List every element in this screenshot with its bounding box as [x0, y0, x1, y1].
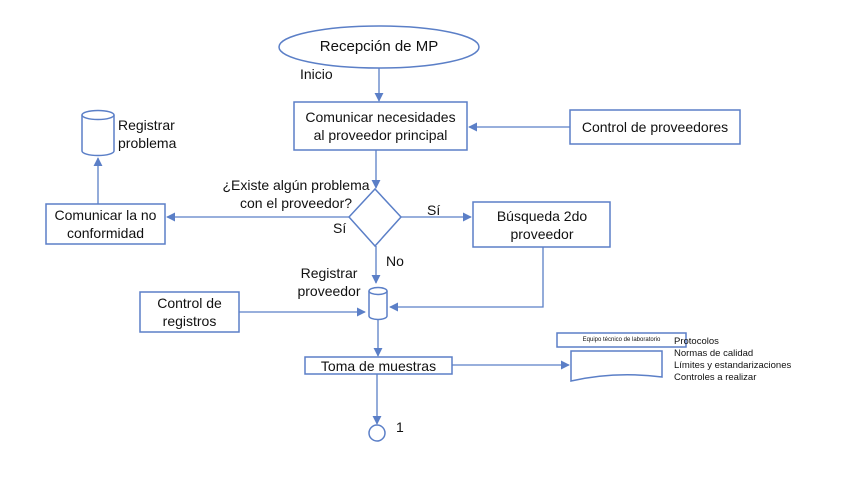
document-item: Normas de calidad [674, 348, 754, 359]
sampling-text: Toma de muestras [320, 357, 437, 374]
second-supplier-box [472, 201, 611, 248]
document-item: Límites y estandarizaciones [674, 360, 792, 371]
communicate-needs-text: Comunicar necesidades al proveedor princ… [305, 109, 456, 143]
document-shape [570, 350, 663, 382]
lab-team-box [556, 332, 687, 348]
communicate-needs-box [293, 101, 468, 151]
end-connector-label: 1 [396, 419, 404, 435]
register-problem-text: Registrar problema [118, 117, 177, 151]
second-supplier-text: Búsqueda 2do proveedor [496, 207, 588, 242]
records-control-text: Control de registros [157, 295, 222, 329]
register-supplier-text: Registrar proveedor [297, 265, 361, 299]
no-label: No [386, 253, 404, 269]
nonconformity-box [45, 203, 166, 245]
document-item: Protocolos [674, 336, 719, 347]
decision-diamond [347, 187, 403, 248]
supplier-control-text: Control de proveedores [581, 119, 729, 135]
document-items-list: Protocolos Normas de calidad Límites y e… [674, 336, 791, 384]
supplier-control-box [569, 109, 741, 145]
end-connector-circle [368, 424, 386, 442]
yes-left-label: Sí [333, 220, 347, 236]
nonconformity-text: Comunicar la no conformidad [54, 207, 157, 241]
yes-right-label: Sí [427, 202, 441, 218]
records-control-box [139, 291, 240, 333]
lab-team-text: Equipo técnico de laboratorio [582, 337, 661, 343]
register-problem-cylinder [81, 115, 115, 157]
arrow-second-supplier-return [389, 247, 544, 312]
register-supplier-cylinder-top [368, 286, 388, 296]
register-problem-cylinder-top [81, 109, 115, 121]
start-terminal-text: Recepción de MP [319, 38, 439, 55]
decision-question-text: ¿Existe algún problema con el proveedor? [222, 177, 370, 211]
start-label: Inicio [300, 66, 333, 82]
register-supplier-cylinder [368, 291, 388, 321]
document-item: Controles a realizar [674, 372, 757, 383]
